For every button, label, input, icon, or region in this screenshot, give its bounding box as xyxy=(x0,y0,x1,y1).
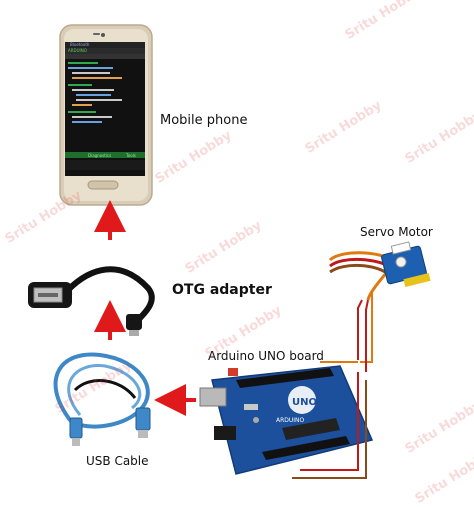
otg-adapter-label: OTG adapter xyxy=(172,282,272,298)
servo-wires xyxy=(292,290,373,479)
phone-code-lines xyxy=(68,62,122,123)
servo-motor xyxy=(328,241,431,301)
phone-bottom-left: Diagnostics xyxy=(88,153,111,158)
board-uno-text: UNO xyxy=(292,397,317,408)
phone-status-text: Bluetooth xyxy=(70,42,90,47)
arduino-uno-board: UNO ARDUINO xyxy=(199,365,374,475)
otg-adapter xyxy=(28,266,155,336)
usb-cable-label: USB Cable xyxy=(86,454,149,468)
board-arduino-text: ARDUINO xyxy=(276,417,305,424)
servo-motor-label: Servo Motor xyxy=(360,225,433,239)
phone-code-header: ARDUINO xyxy=(68,48,87,53)
mobile-phone-label: Mobile phone xyxy=(160,113,248,128)
phone-bottom-right: Tools xyxy=(125,153,136,158)
usb-cable xyxy=(53,352,151,446)
mobile-phone xyxy=(59,24,153,206)
arduino-board-label: Arduino UNO board xyxy=(208,349,324,363)
